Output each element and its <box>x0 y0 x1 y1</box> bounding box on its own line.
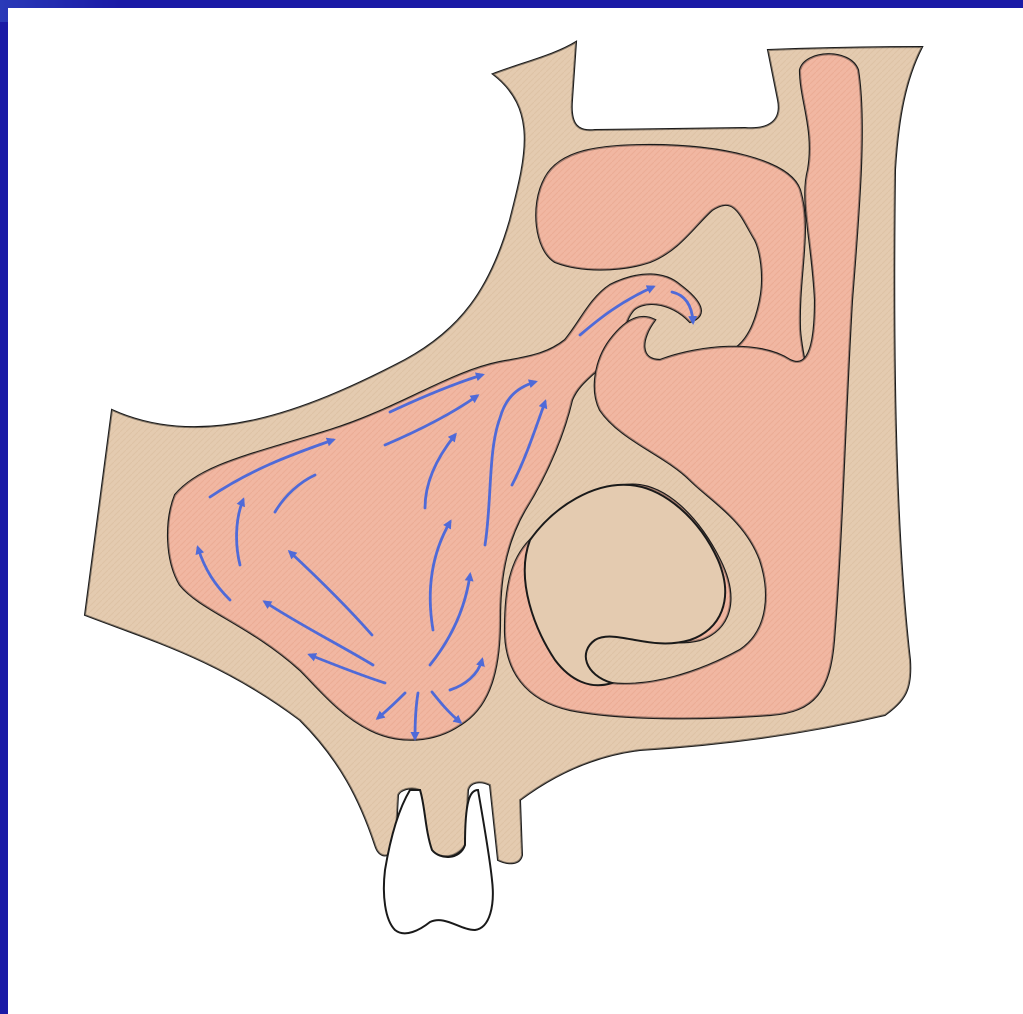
sinus-diagram <box>0 0 1023 1014</box>
